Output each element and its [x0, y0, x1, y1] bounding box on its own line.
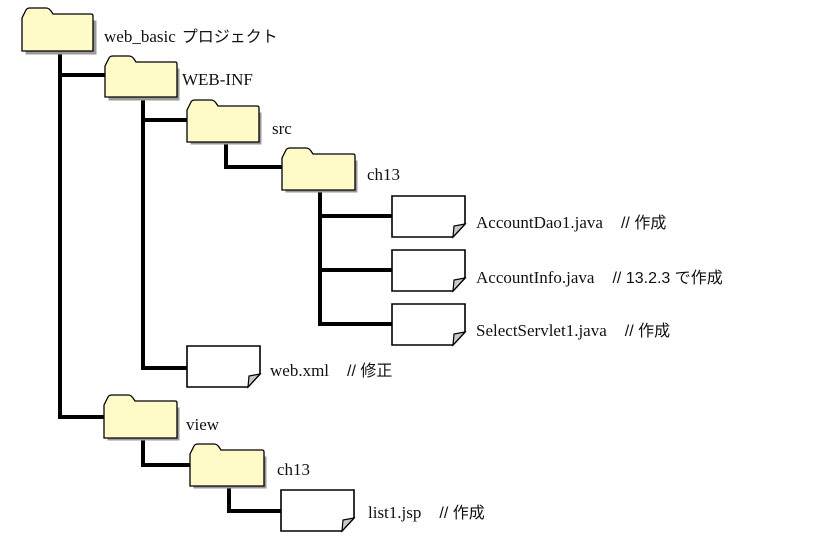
file-icon[interactable]: [391, 249, 467, 293]
file-icon[interactable]: [280, 489, 356, 533]
folder-label-view: view: [186, 415, 220, 434]
folder-icon[interactable]: [104, 55, 180, 101]
connector-viewch13-list1: [227, 486, 283, 513]
connector-src-ch13: [224, 142, 284, 169]
folder-label-src: src: [272, 119, 292, 138]
file-label-account-info: AccountInfo.java// 13.2.3 で作成: [476, 268, 723, 287]
file-label-web-xml: web.xml// 修正: [270, 361, 392, 380]
folder-icon[interactable]: [21, 7, 97, 55]
connector-view-ch13: [141, 438, 192, 467]
file-icon[interactable]: [391, 195, 467, 239]
connectors: [58, 51, 394, 513]
connector-ch13-files: [318, 190, 394, 326]
folder-icon[interactable]: [189, 443, 267, 489]
file-label-list1-jsp: list1.jsp// 作成: [368, 503, 485, 522]
folder-label-src-ch13: ch13: [367, 165, 400, 184]
file-label-select-servlet1: SelectServlet1.java// 作成: [476, 321, 670, 340]
folder-icon[interactable]: [186, 99, 262, 145]
folder-label-view-ch13: ch13: [277, 460, 310, 479]
folder-icon[interactable]: [103, 394, 180, 441]
file-icon[interactable]: [186, 345, 262, 389]
connector-webinf-children: [141, 96, 189, 370]
file-icon[interactable]: [391, 303, 467, 347]
connector-root-children: [58, 51, 107, 419]
file-label-account-dao1: AccountDao1.java// 作成: [476, 213, 666, 232]
folder-icon[interactable]: [281, 147, 358, 193]
folder-label-web-inf: WEB-INF: [182, 70, 253, 89]
